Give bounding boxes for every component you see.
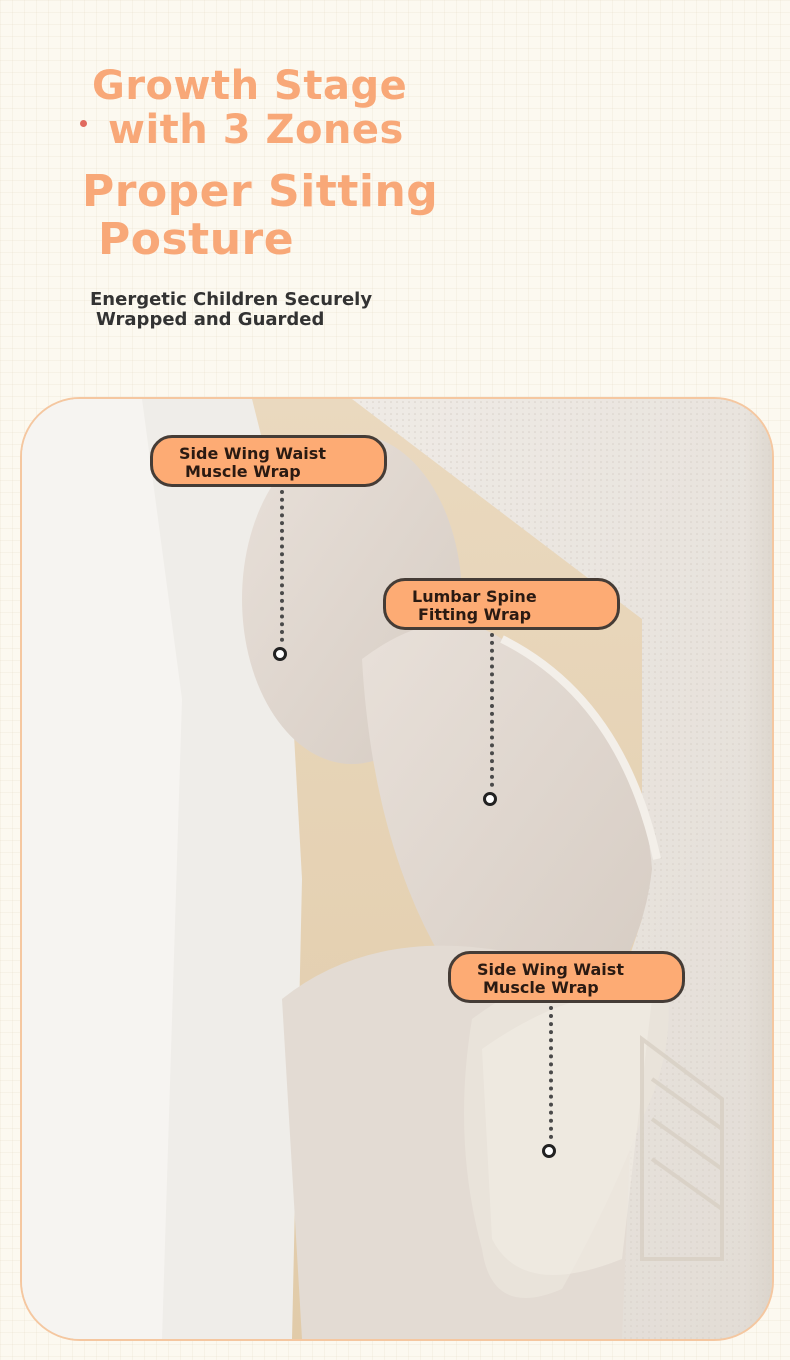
- headline-line-2: with 3 Zones: [108, 107, 404, 153]
- callout-label-line-2: Fitting Wrap: [418, 605, 532, 624]
- leader-line-lumbar: [490, 633, 494, 787]
- callout-side-wing-bottom: Side Wing Waist Muscle Wrap: [448, 951, 685, 1003]
- headline-line-1: Growth Stage: [92, 63, 408, 109]
- marker-side-wing-top: [273, 647, 287, 661]
- callout-label-line-1: Side Wing Waist: [179, 444, 326, 463]
- callout-label-line-1: Lumbar Spine: [412, 587, 537, 606]
- subheadline-line-2: Wrapped and Guarded: [96, 309, 325, 330]
- marker-side-wing-bottom: [542, 1144, 556, 1158]
- callout-label-line-2: Muscle Wrap: [185, 462, 301, 481]
- leader-line-side-wing-bottom: [549, 1006, 553, 1139]
- headline-line-4: Posture: [98, 214, 295, 265]
- red-dot-decoration: [80, 120, 87, 127]
- headline-line-3: Proper Sitting: [82, 166, 439, 217]
- callout-label-line-2: Muscle Wrap: [483, 978, 599, 997]
- leader-line-side-wing-top: [280, 490, 284, 642]
- callout-side-wing-top: Side Wing Waist Muscle Wrap: [150, 435, 387, 487]
- marker-lumbar: [483, 792, 497, 806]
- chair-product-photo: [20, 397, 774, 1341]
- chair-illustration: [22, 399, 772, 1339]
- subheadline-line-1: Energetic Children Securely: [90, 289, 373, 310]
- callout-lumbar-spine: Lumbar Spine Fitting Wrap: [383, 578, 620, 630]
- callout-label-line-1: Side Wing Waist: [477, 960, 624, 979]
- photo-edge-shade: [744, 399, 772, 1339]
